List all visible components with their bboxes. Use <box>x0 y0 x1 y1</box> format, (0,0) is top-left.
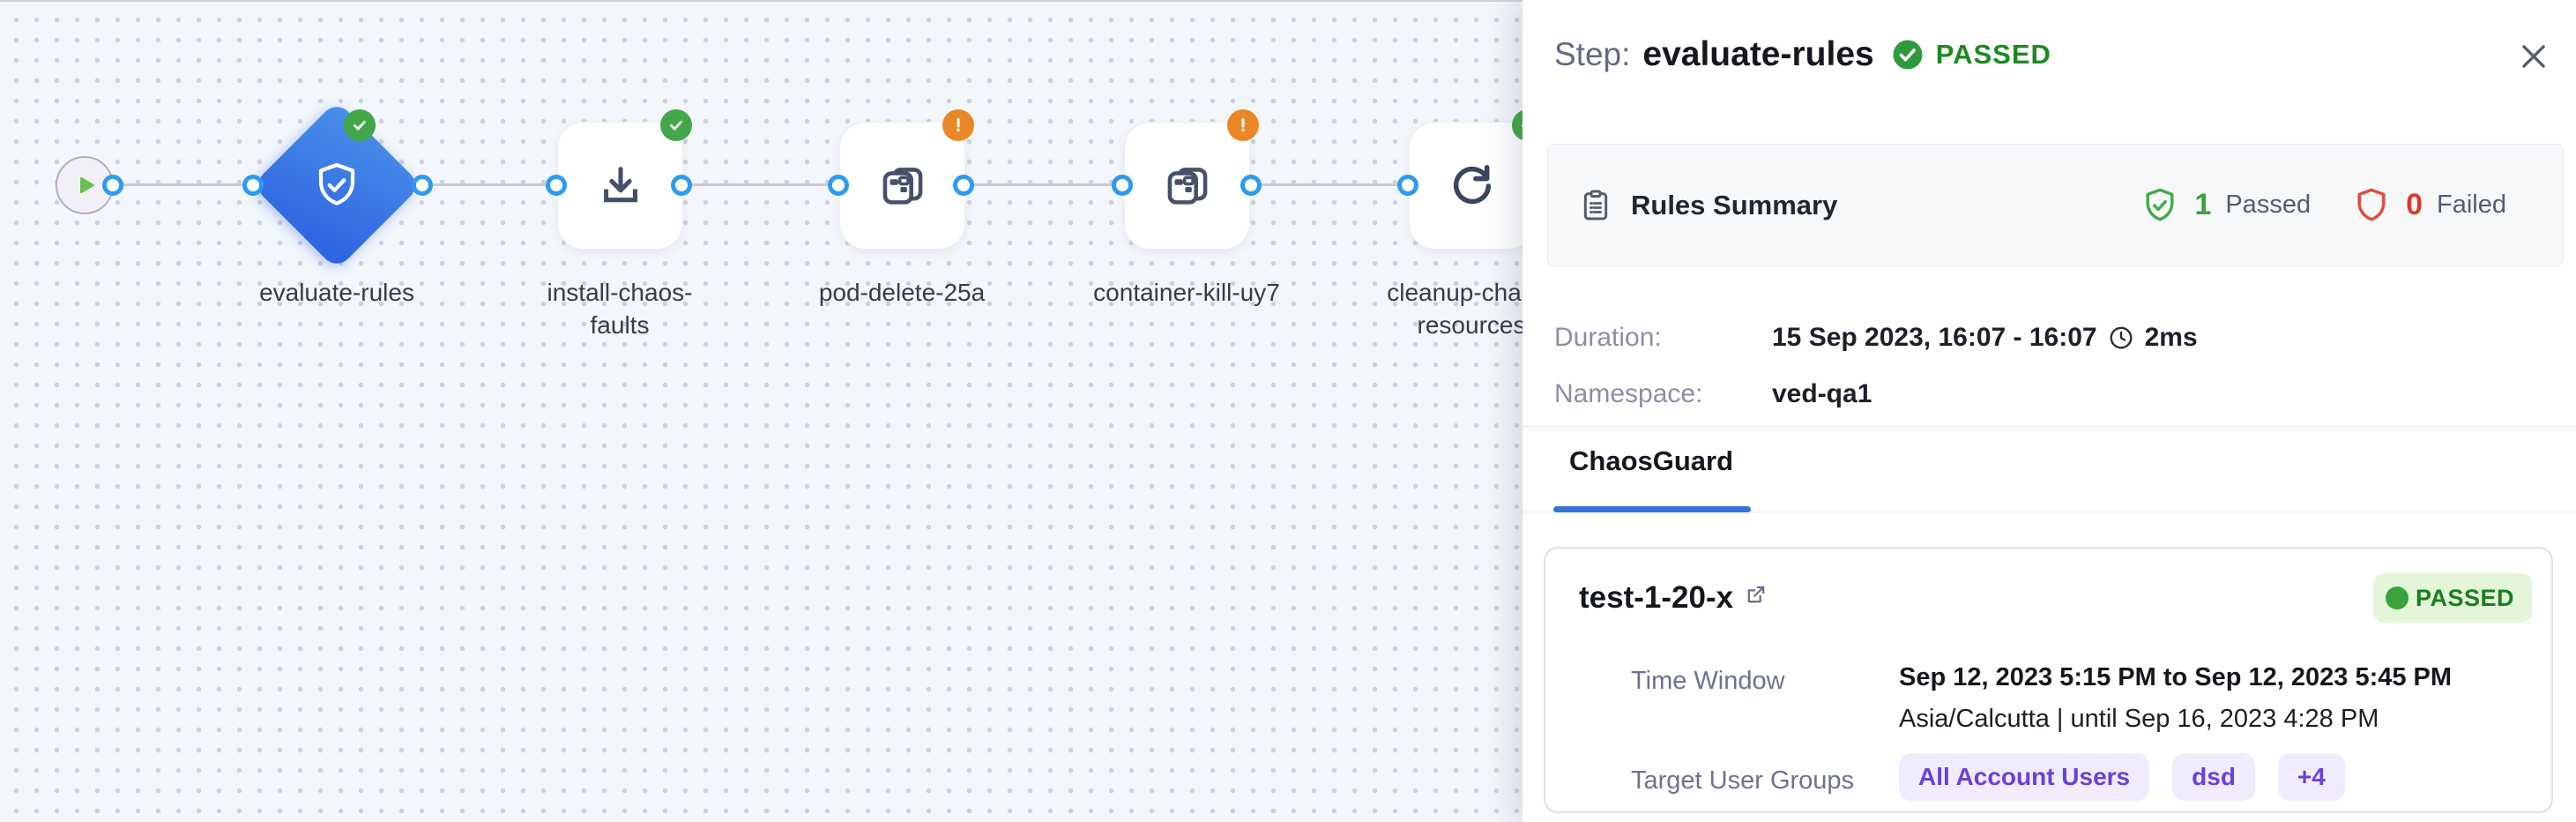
passed-count: 1 <box>2194 188 2212 221</box>
rule-status-text: PASSED <box>2415 584 2514 611</box>
failed-label: Failed <box>2437 191 2506 219</box>
connector-dot <box>953 175 974 196</box>
chaos-fault-icon <box>882 167 922 205</box>
connector-dot <box>1397 175 1418 196</box>
section-divider <box>1523 426 2576 427</box>
node-pod-delete-25a[interactable] <box>839 122 965 250</box>
check-icon <box>670 120 682 131</box>
shield-check-icon <box>310 159 363 212</box>
close-icon <box>2522 45 2545 68</box>
play-icon <box>80 176 94 194</box>
duration-elapsed: 2ms <box>2144 323 2198 352</box>
node-label: container-kill-uy7 <box>1093 279 1280 306</box>
connector-dot <box>102 175 123 196</box>
connector-dot <box>546 175 567 196</box>
clock-icon <box>2110 326 2133 349</box>
duration-value: 15 Sep 2023, 16:07 - 16:07 <box>1772 323 2097 352</box>
timezone-note: Asia/Calcutta | until Sep 16, 2023 4:28 … <box>1899 705 2379 733</box>
refresh-icon <box>1453 164 1491 204</box>
step-status-text: PASSED <box>1935 39 2051 70</box>
connector-dot <box>242 175 264 196</box>
rule-status-badge: PASSED <box>2372 573 2532 623</box>
time-window-value: Sep 12, 2023 5:15 PM to Sep 12, 2023 5:4… <box>1899 663 2453 691</box>
target-user-groups-label: Target User Groups <box>1631 766 1855 795</box>
step-label: Step: <box>1554 36 1631 72</box>
user-group-chip-more[interactable]: +4 <box>2277 753 2345 801</box>
time-window-label: Time Window <box>1631 667 1785 695</box>
step-details-panel: Step: evaluate-rules PASSED Rules Summar… <box>1523 0 2576 822</box>
user-group-chip[interactable]: All Account Users <box>1899 753 2150 801</box>
status-badge-warning <box>942 109 974 141</box>
status-badge-passed <box>660 109 692 141</box>
exclamation-icon <box>957 118 960 132</box>
pipeline-edge <box>85 183 1555 186</box>
node-evaluate-rules[interactable] <box>251 100 422 271</box>
node-install-chaos-faults[interactable] <box>557 122 683 250</box>
clipboard-icon <box>1583 190 1608 220</box>
connector-dot <box>828 175 849 196</box>
check-icon <box>354 120 366 131</box>
duration-row: Duration: 15 Sep 2023, 16:07 - 16:07 2ms <box>1554 323 2198 353</box>
node-label: install-chaos-faults <box>547 279 693 339</box>
passed-check-icon <box>1892 39 1924 71</box>
chaos-fault-icon <box>1167 167 1207 205</box>
failed-count: 0 <box>2406 188 2423 221</box>
node-label: pod-delete-25a <box>818 279 986 306</box>
node-label: evaluate-rules <box>259 279 414 306</box>
user-group-chip[interactable]: dsd <box>2172 753 2255 801</box>
chaosguard-rule-card: test-1-20-x PASSED Time Window Sep 12, 2… <box>1544 547 2553 813</box>
rules-summary-section: Rules Summary 1 Passed 0 Failed <box>1547 144 2564 266</box>
rule-name: test-1-20-x <box>1579 580 1734 615</box>
node-cleanup-chaos-resources[interactable] <box>1409 122 1535 250</box>
status-badge-passed <box>344 109 376 141</box>
duration-label: Duration: <box>1554 323 1662 352</box>
namespace-value: ved-qa1 <box>1772 379 1872 408</box>
download-icon <box>603 166 637 202</box>
connector-dot <box>1240 175 1262 196</box>
status-dot <box>2385 587 2408 609</box>
close-button[interactable] <box>2514 37 2553 76</box>
connector-dot <box>412 175 433 196</box>
node-container-kill-uy7[interactable] <box>1124 122 1250 250</box>
connector-dot <box>1112 175 1133 196</box>
namespace-label: Namespace: <box>1554 379 1703 408</box>
shield-passed-icon <box>2140 185 2180 226</box>
target-user-groups: All Account Users dsd +4 <box>1899 753 2345 801</box>
tab-chaosguard[interactable]: ChaosGuard <box>1569 445 1734 476</box>
panel-header: Step: evaluate-rules PASSED <box>1554 35 2051 74</box>
rules-summary-title: Rules Summary <box>1631 189 1838 220</box>
shield-failed-icon <box>2351 185 2392 226</box>
namespace-row: Namespace: ved-qa1 <box>1554 379 1872 409</box>
external-link-icon[interactable] <box>1744 582 1768 607</box>
connector-dot <box>671 175 692 196</box>
active-tab-underline <box>1553 506 1751 512</box>
passed-label: Passed <box>2225 191 2312 219</box>
status-badge-warning <box>1227 109 1259 141</box>
step-name: evaluate-rules <box>1642 35 1874 73</box>
exclamation-icon <box>1241 118 1245 132</box>
